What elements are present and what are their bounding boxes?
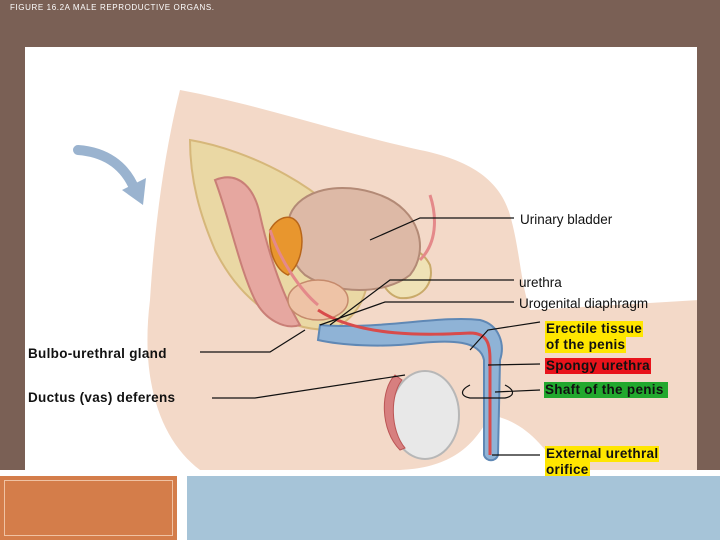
decorative-orange-block [0,476,177,540]
label-ductus-deferens: Ductus (vas) deferens [28,390,176,405]
rectum [213,176,302,328]
label-erectile-tissue-line2: of the penis [545,337,627,353]
decorative-orange-inset [4,480,173,536]
leader-shaft-penis [494,389,541,393]
leader-spongy-urethra [487,363,541,366]
label-erectile-tissue: Erectile tissue of the penis [545,321,644,353]
label-erectile-tissue-line1: Erectile tissue [545,321,644,337]
label-bulbo-urethral-gland: Bulbo-urethral gland [28,346,167,361]
label-shaft-of-penis: Shaft of the penis [544,382,668,398]
leader-ductus-deferens [212,374,406,399]
bracket-shaft [461,384,514,399]
erectile-tissue [316,317,503,462]
urethra-path [317,308,492,455]
epididymis [383,374,406,451]
leader-urethra [329,279,514,326]
decorative-blue-block [187,476,720,540]
leader-urogenital-diaphragm [319,301,514,326]
label-spongy-urethra: Spongy urethra [545,358,651,374]
label-urogenital-diaphragm: Urogenital diaphragm [519,296,649,311]
prostate [287,279,349,321]
leader-erectile-tissue [469,321,541,351]
slide-title: FIGURE 16.2A MALE REPRODUCTIVE ORGANS. [10,3,215,12]
label-urinary-bladder: Urinary bladder [520,212,613,227]
arrow-icon [73,145,140,195]
seminal-vesicle [268,216,303,276]
leader-urinary-bladder [369,217,514,241]
label-urethra: urethra [519,275,562,290]
arrow-head [122,178,146,205]
ductus-deferens-path [268,194,436,307]
label-external-urethral-orifice: External urethral orifice [545,446,660,478]
urinary-bladder [286,187,421,291]
leader-bulbo-urethral [200,329,306,353]
